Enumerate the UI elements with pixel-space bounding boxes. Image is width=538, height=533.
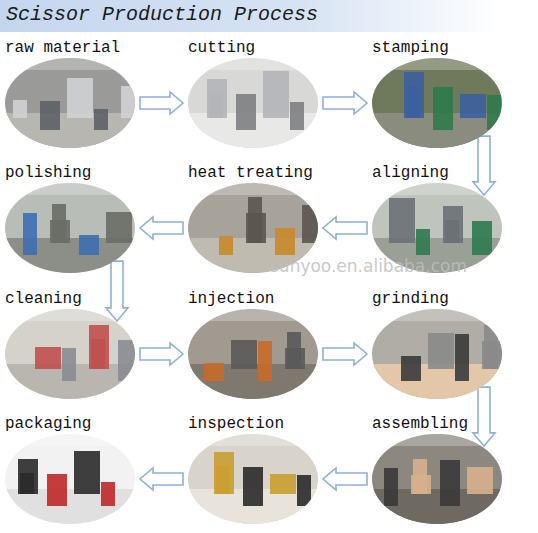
- process-photo-frame: [372, 434, 502, 524]
- process-node: polishing: [5, 163, 135, 273]
- flow-arrow: [323, 217, 367, 239]
- process-photo-frame: [188, 58, 318, 148]
- flow-arrow: [323, 343, 367, 365]
- step-label: grinding: [372, 289, 502, 309]
- step-label: stamping: [372, 38, 502, 58]
- flow-arrow: [473, 387, 495, 446]
- process-photo: [5, 58, 135, 148]
- step-label: assembling: [372, 414, 502, 434]
- flow-arrow: [140, 92, 183, 114]
- process-photo-frame: [5, 309, 135, 399]
- process-photo-frame: [188, 309, 318, 399]
- step-label: aligning: [372, 163, 502, 183]
- flow-arrow: [106, 261, 128, 321]
- process-node: cutting: [188, 38, 318, 148]
- flow-arrow: [140, 343, 183, 365]
- process-node: cleaning: [5, 289, 135, 399]
- process-node: inspection: [188, 414, 318, 524]
- title: Scissor Production Process: [6, 3, 318, 26]
- step-label: cleaning: [5, 289, 135, 309]
- process-photo-frame: [188, 434, 318, 524]
- watermark: sunyoo.en.alibaba.com: [270, 256, 467, 276]
- process-photo: [5, 434, 135, 524]
- flow-arrow: [140, 468, 183, 490]
- process-node: assembling: [372, 414, 502, 524]
- step-label: inspection: [188, 414, 318, 434]
- step-label: heat treating: [188, 163, 318, 183]
- process-photo-frame: [372, 58, 502, 148]
- process-photo: [5, 183, 135, 273]
- process-photo-frame: [5, 58, 135, 148]
- process-photo-frame: [5, 434, 135, 524]
- process-node: injection: [188, 289, 318, 399]
- process-photo: [372, 58, 502, 148]
- process-photo: [372, 434, 502, 524]
- process-photo: [5, 309, 135, 399]
- flow-arrow: [140, 217, 183, 239]
- process-photo: [188, 58, 318, 148]
- flow-arrow: [323, 468, 367, 490]
- process-photo: [188, 434, 318, 524]
- process-photo: [188, 309, 318, 399]
- process-photo-frame: [372, 309, 502, 399]
- process-node: stamping: [372, 38, 502, 148]
- process-photo: [372, 309, 502, 399]
- process-node: grinding: [372, 289, 502, 399]
- step-label: injection: [188, 289, 318, 309]
- step-label: packaging: [5, 414, 135, 434]
- process-node: raw material: [5, 38, 135, 148]
- process-node: packaging: [5, 414, 135, 524]
- step-label: cutting: [188, 38, 318, 58]
- flow-arrow: [473, 136, 495, 195]
- process-photo-frame: [5, 183, 135, 273]
- step-label: raw material: [5, 38, 135, 58]
- flow-arrow: [323, 92, 367, 114]
- step-label: polishing: [5, 163, 135, 183]
